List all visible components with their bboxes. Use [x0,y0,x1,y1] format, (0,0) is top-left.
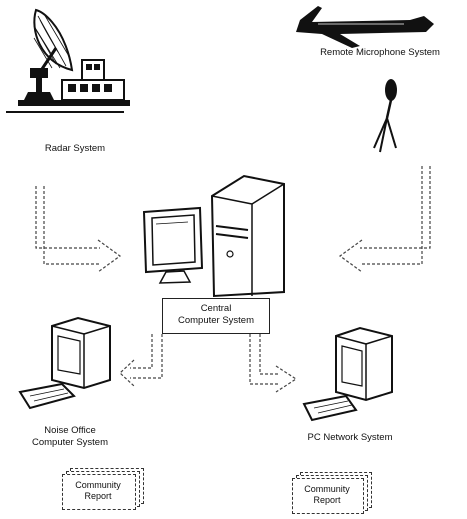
workstation-icon [20,318,110,408]
noise-office-label-line1: Noise Office [20,425,120,436]
desktop-computer-icon [144,176,284,296]
report-right-line1: Community [292,484,362,495]
noise-office-label-line2: Computer System [20,437,120,448]
central-computer-system-box: Central Computer System [162,298,270,334]
central-computer-label-line1: Central [163,303,269,315]
radar-dish-icon [6,10,130,112]
edge-radar-to-central [36,186,120,272]
airplane-icon [296,6,434,48]
report-left-line1: Community [62,480,134,491]
microphone-tripod-icon [374,79,397,152]
report-left-line2: Report [62,491,134,502]
edge-central-to-pc-network [250,334,296,392]
pc-network-system-label: PC Network System [290,432,410,443]
edge-microphone-to-central [340,166,430,272]
remote-microphone-system-label: Remote Microphone System [300,47,460,58]
workstation-icon [304,328,392,420]
edge-central-to-noise-office [120,334,162,386]
community-report-right: Community Report [292,478,372,518]
report-right-line2: Report [292,495,362,506]
community-report-left: Community Report [62,474,142,514]
central-computer-label-line2: Computer System [163,315,269,327]
radar-system-label: Radar System [20,143,130,154]
